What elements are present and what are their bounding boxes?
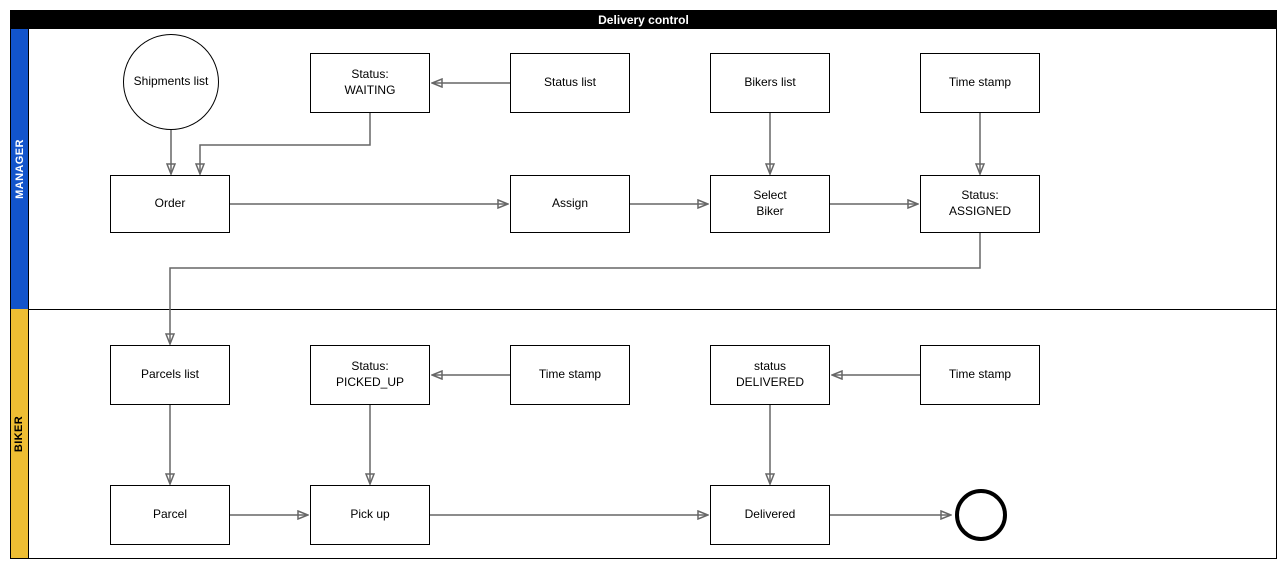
lane-strip-biker: BIKER: [11, 309, 29, 558]
node-label: Parcels list: [140, 367, 199, 382]
task-delivered: Delivered: [710, 485, 830, 545]
task-parcel: Parcel: [110, 485, 230, 545]
node-label: Select Biker: [753, 188, 787, 218]
start-event-shipments-list: Shipments list: [123, 34, 219, 130]
node-label: Time stamp: [538, 367, 602, 382]
node-label: Parcel: [152, 507, 187, 522]
task-order: Order: [110, 175, 230, 233]
lane-divider: [29, 309, 1276, 310]
data-object-time-stamp-delivered: Time stamp: [920, 345, 1040, 405]
node-label: Status: PICKED_UP: [335, 359, 405, 389]
data-object-time-stamp-pickup: Time stamp: [510, 345, 630, 405]
end-event-circle: [955, 489, 1007, 541]
data-object-status-list: Status list: [510, 53, 630, 113]
node-label: status DELIVERED: [735, 359, 805, 389]
node-label: Status: ASSIGNED: [948, 188, 1011, 218]
node-label: Shipments list: [133, 74, 209, 89]
node-label: Bikers list: [744, 75, 796, 90]
node-label: Status list: [543, 75, 597, 90]
data-object-time-stamp-manager: Time stamp: [920, 53, 1040, 113]
node-label: Order: [154, 196, 186, 211]
data-object-bikers-list: Bikers list: [710, 53, 830, 113]
task-assign: Assign: [510, 175, 630, 233]
task-select-biker: Select Biker: [710, 175, 830, 233]
node-label: Time stamp: [948, 75, 1012, 90]
node-label: Pick up: [350, 507, 390, 522]
pool-title: Delivery control: [11, 11, 1276, 29]
task-pick-up: Pick up: [310, 485, 430, 545]
data-object-status-assigned: Status: ASSIGNED: [920, 175, 1040, 233]
data-object-status-waiting: Status: WAITING: [310, 53, 430, 113]
node-label: Time stamp: [948, 367, 1012, 382]
node-label: Assign: [551, 196, 589, 211]
lane-label-biker: BIKER: [13, 415, 26, 452]
data-object-status-picked-up: Status: PICKED_UP: [310, 345, 430, 405]
lane-label-manager: MANAGER: [13, 139, 26, 199]
data-object-parcels-list: Parcels list: [110, 345, 230, 405]
node-label: Delivered: [744, 507, 796, 522]
lane-strip-manager: MANAGER: [11, 29, 29, 309]
data-object-status-delivered: status DELIVERED: [710, 345, 830, 405]
node-label: Status: WAITING: [344, 67, 396, 97]
